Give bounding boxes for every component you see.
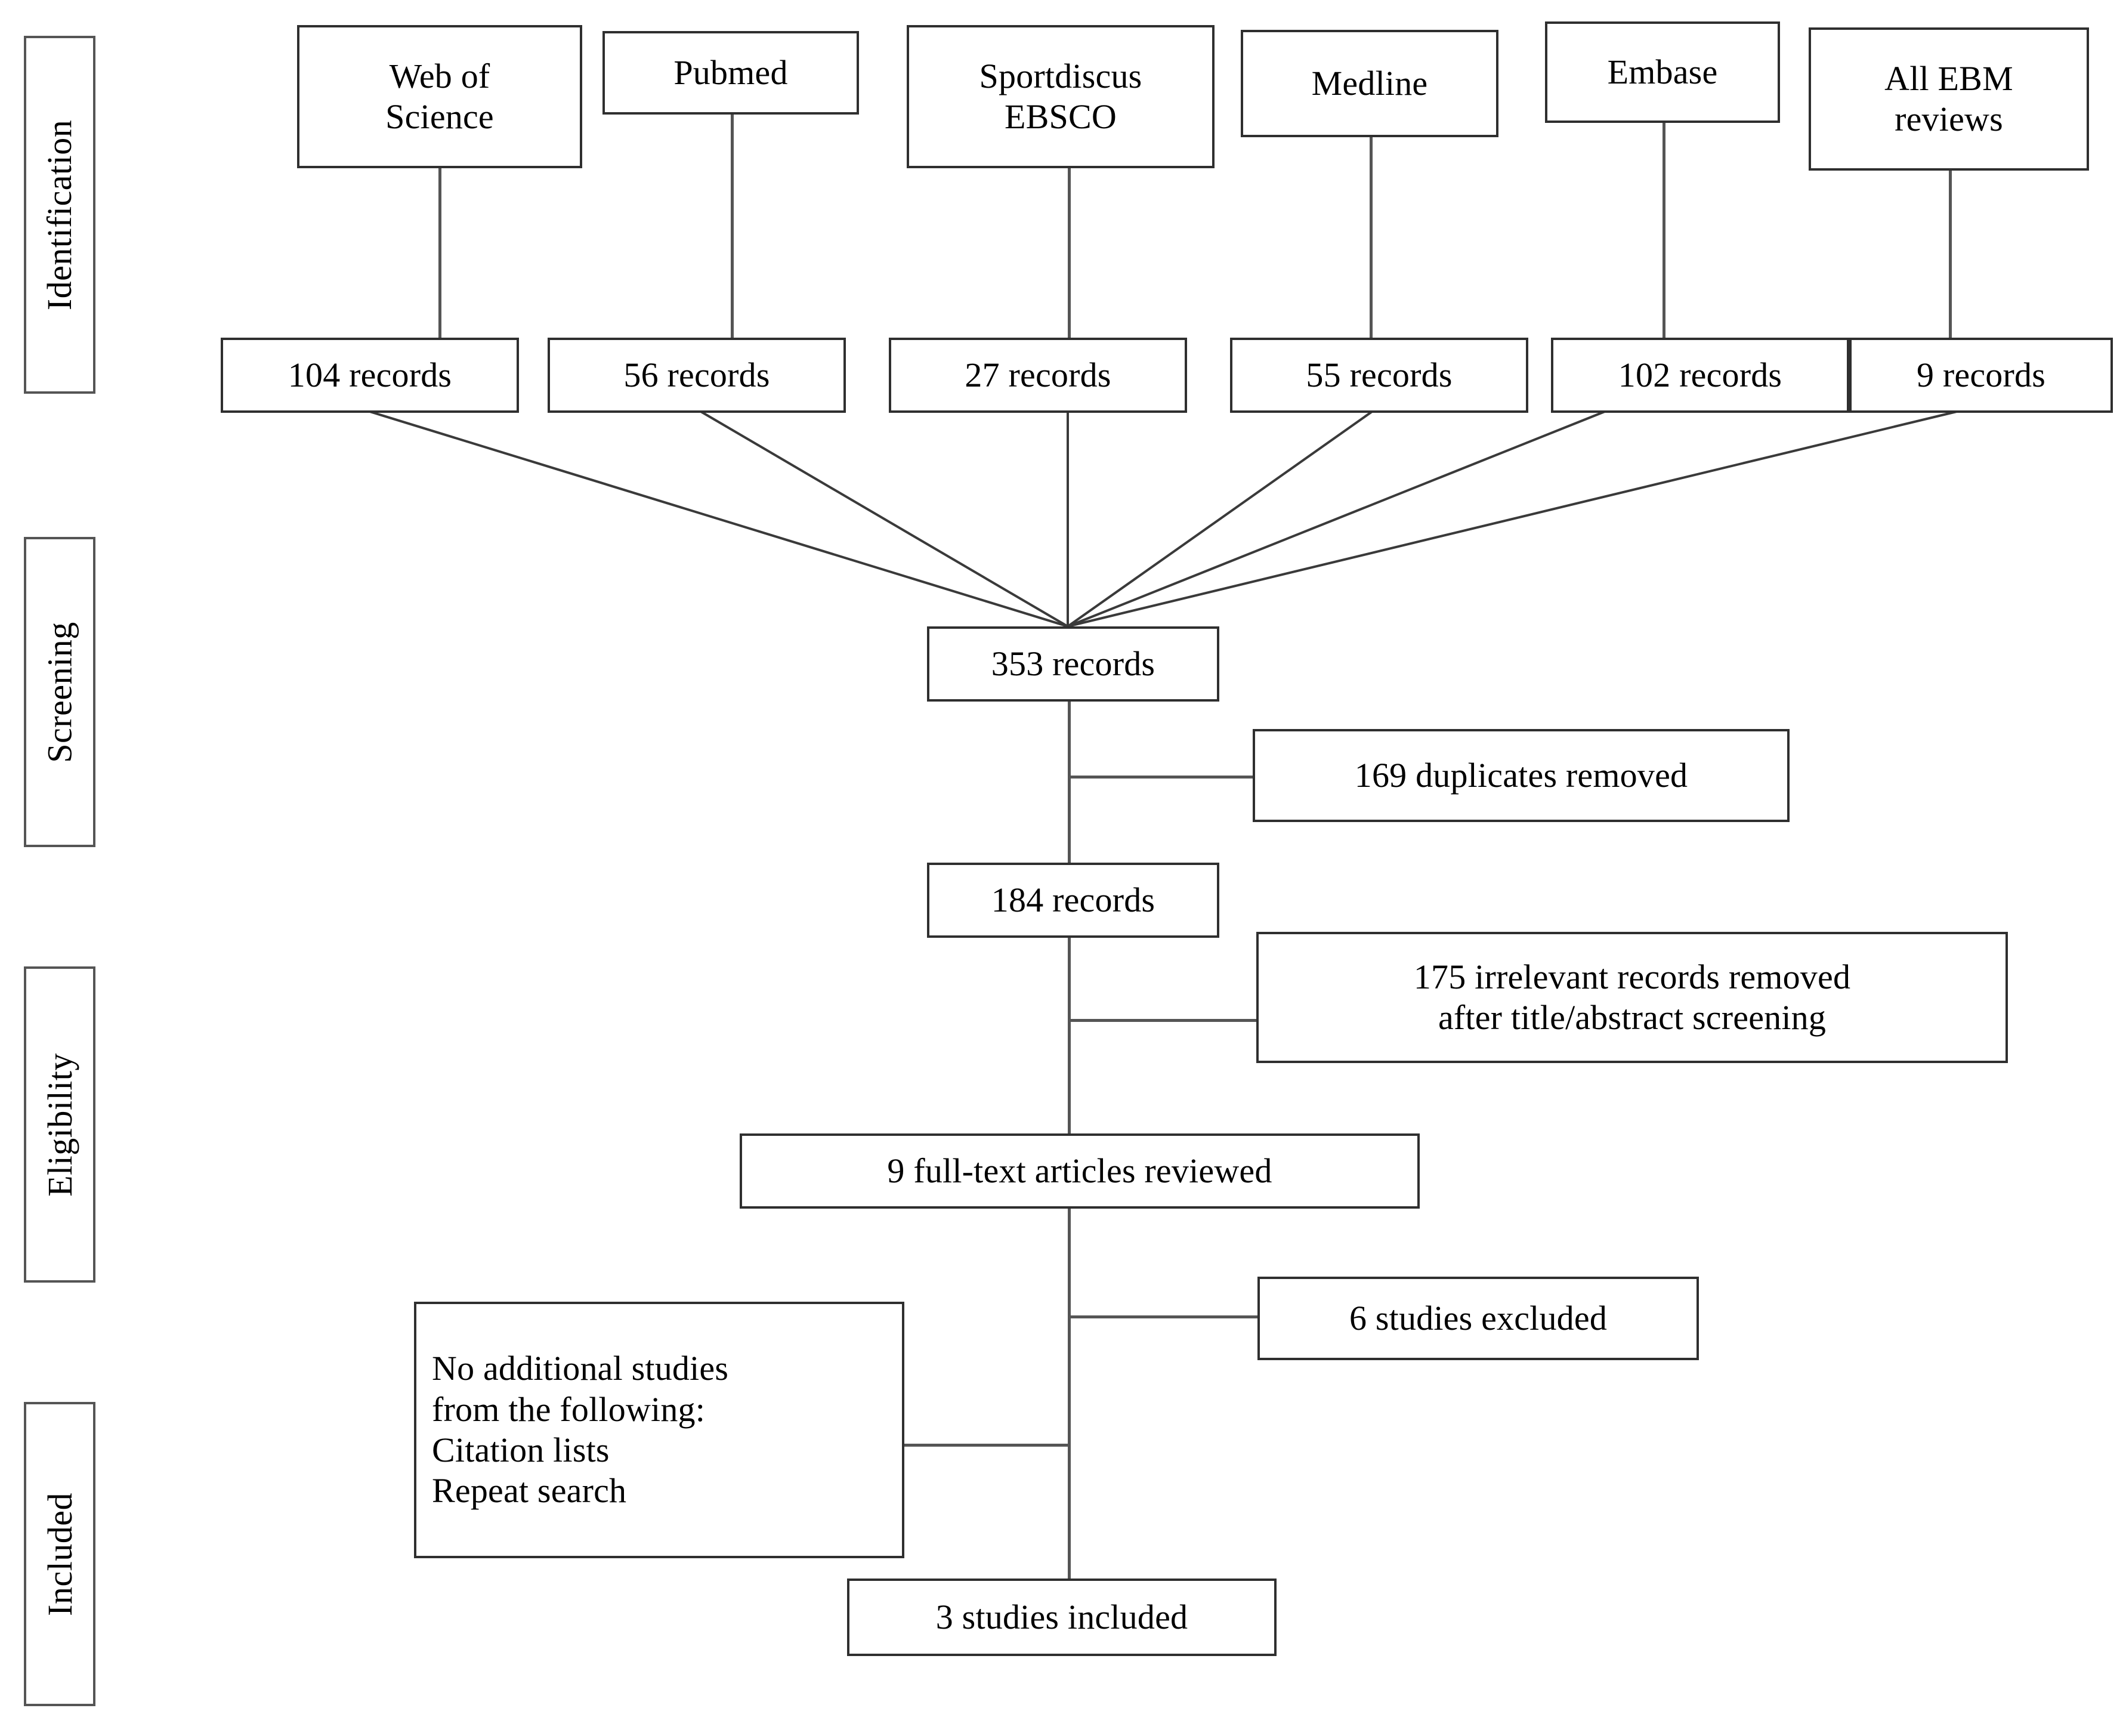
record-count-sportdiscus: 27 records <box>965 355 1111 394</box>
source-box-medline: Medline <box>1241 30 1498 137</box>
source-box-all-ebm-reviews: All EBM reviews <box>1809 27 2089 171</box>
record-count-embase: 102 records <box>1618 355 1782 394</box>
merged-records-box: 353 records <box>927 626 1219 702</box>
connector-all-ebm-down <box>1949 171 1952 338</box>
record-count-box-all-ebm: 9 records <box>1849 338 2113 413</box>
source-box-embase: Embase <box>1545 21 1780 123</box>
source-label-embase: Embase <box>1607 52 1718 91</box>
full-text-reviewed-box: 9 full-text articles reviewed <box>740 1133 1420 1209</box>
studies-included-box: 3 studies included <box>847 1579 1277 1656</box>
stage-label-identification: Identification <box>24 36 95 394</box>
studies-excluded-box: 6 studies excluded <box>1257 1277 1699 1360</box>
source-label-web-of-science: Web of Science <box>385 56 494 136</box>
duplicates-removed-box: 169 duplicates removed <box>1253 729 1790 822</box>
connector-duplicates-branch <box>1068 776 1254 779</box>
record-count-box-pubmed: 56 records <box>548 338 846 413</box>
source-box-web-of-science: Web of Science <box>297 25 582 168</box>
source-label-medline: Medline <box>1311 63 1428 103</box>
stage-label-screening: Screening <box>24 537 95 847</box>
source-box-pubmed: Pubmed <box>602 31 859 115</box>
no-additional-studies-box: No additional studies from the following… <box>414 1302 904 1558</box>
connector-184-to-fulltext <box>1068 938 1071 1135</box>
connector-irrelevant-branch <box>1068 1019 1260 1022</box>
connector-embase-down <box>1663 123 1665 338</box>
studies-included-label: 3 studies included <box>935 1597 1188 1636</box>
connector-excluded-branch <box>1068 1315 1260 1318</box>
record-count-box-medline: 55 records <box>1230 338 1528 413</box>
record-count-web-of-science: 104 records <box>288 355 452 394</box>
studies-excluded-label: 6 studies excluded <box>1349 1298 1608 1337</box>
record-count-box-web-of-science: 104 records <box>221 338 519 413</box>
connector-pubmed-down <box>731 115 734 338</box>
connector-sportdiscus-down <box>1068 168 1071 338</box>
connector-medline-down <box>1370 137 1373 338</box>
stage-label-included: Included <box>24 1402 95 1706</box>
stage-label-eligibility-text: Eligibility <box>40 1052 79 1197</box>
connector-web-of-science-down <box>438 168 441 338</box>
record-count-all-ebm: 9 records <box>1917 355 2045 394</box>
stage-label-eligibility: Eligibility <box>24 966 95 1283</box>
source-box-sportdiscus: Sportdiscus EBSCO <box>907 25 1215 168</box>
source-label-sportdiscus: Sportdiscus EBSCO <box>979 56 1142 136</box>
connector-fulltext-to-included <box>1068 1209 1071 1579</box>
record-count-pubmed: 56 records <box>623 355 770 394</box>
connector-merged-to-184 <box>1068 702 1071 863</box>
stage-label-identification-text: Identification <box>40 119 79 310</box>
after-duplicates-box: 184 records <box>927 863 1219 938</box>
source-label-pubmed: Pubmed <box>673 52 788 92</box>
connector-no-additional-branch <box>904 1444 1070 1447</box>
duplicates-removed-label: 169 duplicates removed <box>1354 755 1688 795</box>
source-label-all-ebm-reviews: All EBM reviews <box>1884 58 2013 138</box>
no-additional-studies-label: No additional studies from the following… <box>432 1349 729 1510</box>
stage-label-included-text: Included <box>40 1492 79 1616</box>
after-duplicates-label: 184 records <box>991 880 1155 919</box>
irrelevant-removed-label: 175 irrelevant records removed after tit… <box>1413 957 1851 1037</box>
record-count-medline: 55 records <box>1306 355 1453 394</box>
full-text-reviewed-label: 9 full-text articles reviewed <box>887 1151 1272 1190</box>
record-count-box-embase: 102 records <box>1551 338 1849 413</box>
merged-records-label: 353 records <box>991 644 1155 683</box>
record-count-box-sportdiscus: 27 records <box>889 338 1187 413</box>
irrelevant-removed-box: 175 irrelevant records removed after tit… <box>1256 932 2008 1063</box>
stage-label-screening-text: Screening <box>40 621 79 763</box>
